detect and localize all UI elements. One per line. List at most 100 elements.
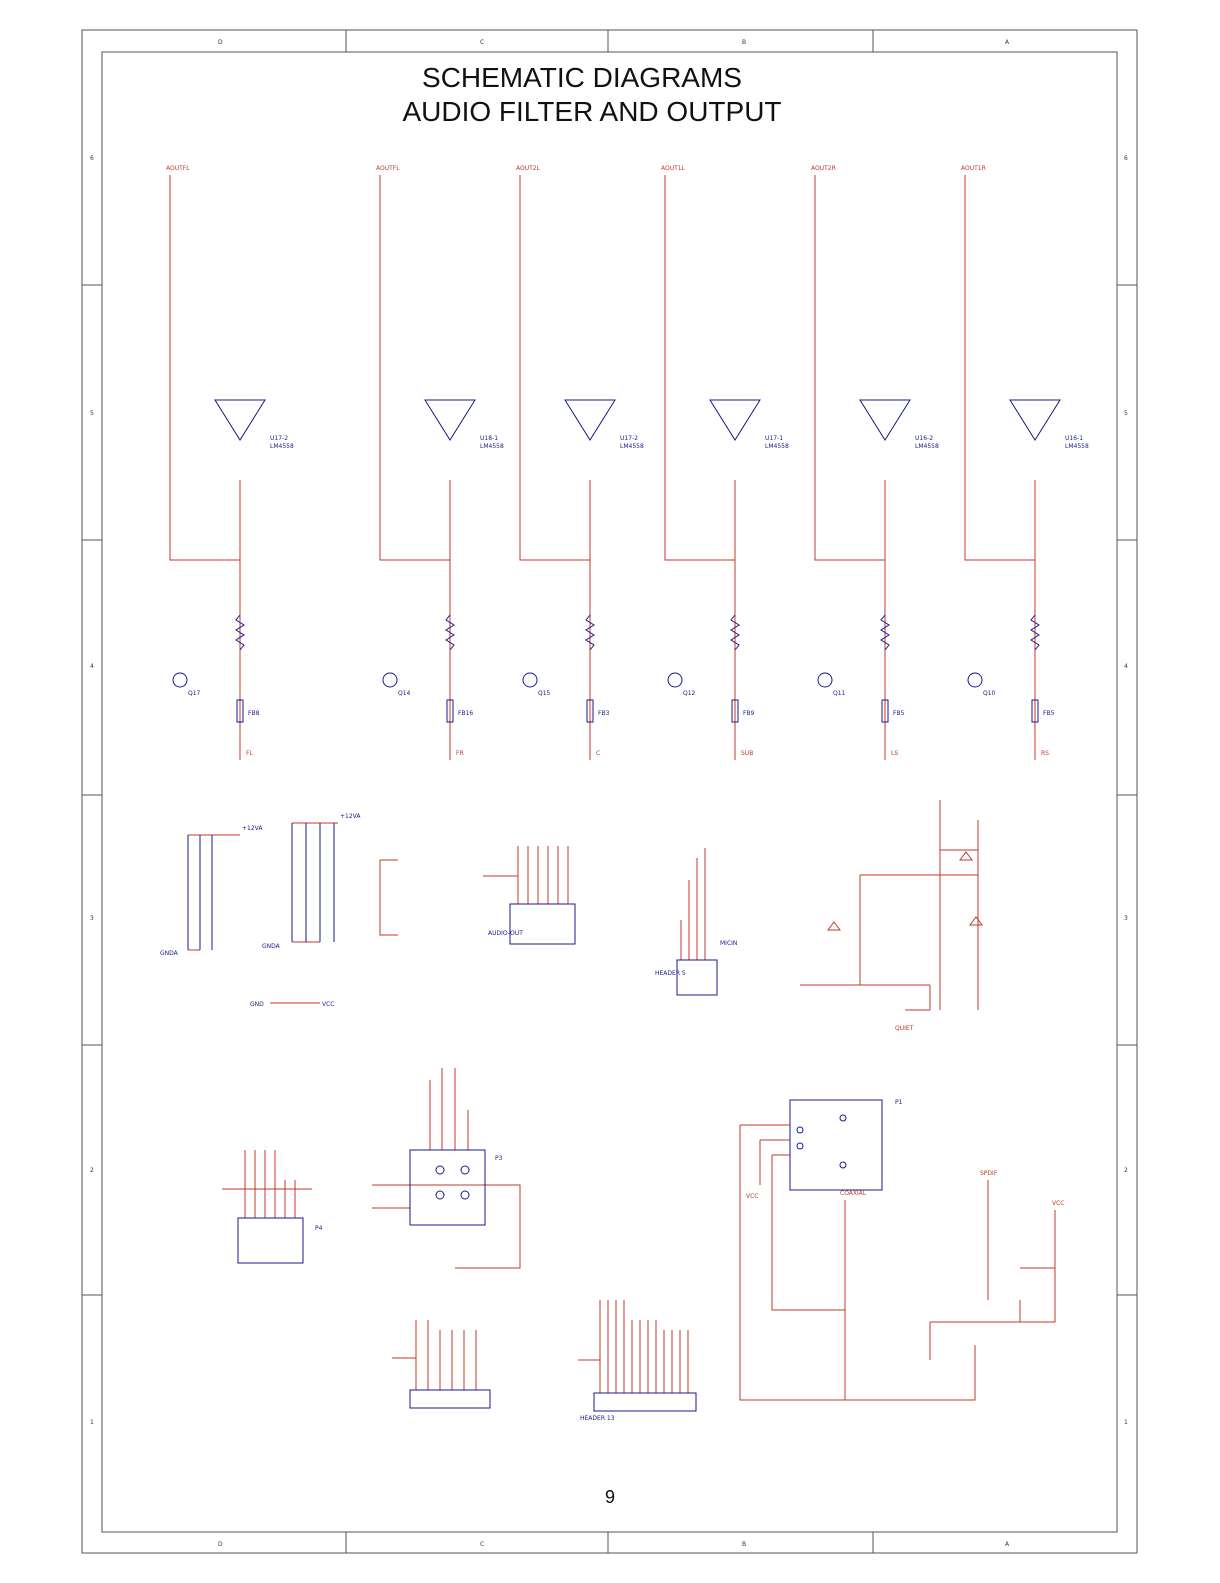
header13-bottom: HEADER 13 bbox=[578, 1300, 697, 1422]
stage-transistor-4: Q11 bbox=[833, 690, 846, 697]
p4-label: P4 bbox=[315, 1225, 323, 1232]
stage-wire-2 bbox=[519, 175, 590, 561]
inner-frame bbox=[101, 51, 1118, 1533]
header5-label: HEADER 5 bbox=[655, 970, 686, 977]
vcc-cap: VCC GND bbox=[250, 1001, 334, 1008]
zone-letter-top-0: D bbox=[218, 39, 223, 46]
ferrite-bead-1 bbox=[236, 699, 244, 723]
ferrite-bead-2 bbox=[586, 699, 594, 723]
opamp-symbol-0 bbox=[424, 399, 476, 441]
stage-opamp-3: U17-1 bbox=[765, 435, 783, 442]
p1-coaxial-block: P1 VCC COAXIAL SPDIF VCC bbox=[739, 1099, 1064, 1401]
stage-part-0: LM4558 bbox=[480, 443, 504, 450]
stage-transistor-1: Q17 bbox=[188, 690, 201, 697]
page-title-line1: SCHEMATIC DIAGRAMS bbox=[422, 62, 742, 93]
stage-part-1: LM4558 bbox=[270, 443, 294, 450]
outer-frame bbox=[81, 29, 1138, 1554]
resistor-4 bbox=[880, 614, 890, 651]
stage-net-in-1: AOUTFL bbox=[166, 165, 190, 172]
stage-net-out-4: LS bbox=[891, 750, 898, 757]
zone-num-r-2: 4 bbox=[1124, 663, 1128, 670]
rail-gnda-label-a: GNDA bbox=[160, 950, 179, 957]
stage-net-out-1: FL bbox=[246, 750, 253, 757]
resistor-2 bbox=[585, 614, 595, 651]
stage-opamp-1: U17-2 bbox=[270, 435, 288, 442]
transistor-5 bbox=[967, 672, 983, 688]
page-title-line2: AUDIO FILTER AND OUTPUT bbox=[402, 96, 782, 127]
rail-pos12-label-b: +12VA bbox=[340, 813, 361, 820]
zone-dividers bbox=[82, 30, 1137, 1553]
power-switch-circuit: QUIET bbox=[800, 800, 983, 1032]
opamp-symbol-2 bbox=[564, 399, 616, 441]
audio-out-label: AUDIO-OUT bbox=[488, 930, 523, 937]
rail-pos12-label-a: +12VA bbox=[242, 825, 263, 832]
stage-net-in-4: AOUT2R bbox=[811, 165, 836, 172]
resistor-3 bbox=[730, 614, 740, 651]
stage-part-3: LM4558 bbox=[765, 443, 789, 450]
header13-label: HEADER 13 bbox=[580, 1415, 615, 1422]
zone-letter-bot-3: A bbox=[1005, 1541, 1010, 1548]
stage-wire-3 bbox=[664, 175, 735, 561]
stage-net-in-2: AOUT2L bbox=[516, 165, 541, 172]
stage-wire-0 bbox=[379, 175, 450, 561]
zone-num-l-0: 6 bbox=[90, 155, 94, 162]
transistor-0 bbox=[382, 672, 398, 688]
ferrite-bead-5 bbox=[1031, 699, 1039, 723]
zone-num-r-3: 3 bbox=[1124, 915, 1128, 922]
transistor-2 bbox=[522, 672, 538, 688]
vcc-label-p1: VCC bbox=[746, 1193, 758, 1200]
resistor-1 bbox=[235, 614, 245, 651]
stage-bead-5: FB5 bbox=[1043, 710, 1055, 717]
stage-opamp-0: U18-1 bbox=[480, 435, 498, 442]
opamp-symbol-3 bbox=[709, 399, 761, 441]
zone-num-r-4: 2 bbox=[1124, 1167, 1128, 1174]
audio-out-connector: AUDIO-OUT bbox=[483, 846, 576, 945]
rail-gnd-label: GND bbox=[250, 1001, 264, 1008]
filter-stages: AOUTFLFRU18-1LM4558Q14FB16AOUTFLFLU17-2L… bbox=[166, 165, 1089, 760]
stage-opamp-5: U16-1 bbox=[1065, 435, 1083, 442]
stage-transistor-5: Q10 bbox=[983, 690, 996, 697]
rail-vcc-label: VCC bbox=[322, 1001, 334, 1008]
stage-net-out-2: C bbox=[596, 750, 600, 757]
zone-num-l-1: 5 bbox=[90, 410, 94, 417]
transistor-4 bbox=[817, 672, 833, 688]
stage-bead-0: FB16 bbox=[458, 710, 473, 717]
stage-transistor-0: Q14 bbox=[398, 690, 411, 697]
stage-bead-3: FB9 bbox=[743, 710, 755, 717]
stage-bead-1: FB8 bbox=[248, 710, 260, 717]
transistor-1 bbox=[172, 672, 188, 688]
stage-opamp-2: U17-2 bbox=[620, 435, 638, 442]
zone-num-l-5: 1 bbox=[90, 1419, 94, 1426]
zone-letter-bot-2: B bbox=[742, 1541, 746, 1548]
stage-part-5: LM4558 bbox=[1065, 443, 1089, 450]
header6-bottom bbox=[392, 1320, 491, 1409]
stage-part-2: LM4558 bbox=[620, 443, 644, 450]
zone-letter-top-1: C bbox=[480, 39, 484, 46]
opamp-symbol-1 bbox=[214, 399, 266, 441]
opamp-symbol-4 bbox=[859, 399, 911, 441]
zone-num-r-0: 6 bbox=[1124, 155, 1128, 162]
micin-label: MICIN bbox=[720, 940, 737, 947]
stage-wire-5 bbox=[964, 175, 1035, 561]
micin-header: MICIN HEADER 5 bbox=[655, 848, 737, 996]
vcc-label-right: VCC bbox=[1052, 1200, 1064, 1207]
zone-letter-top-3: A bbox=[1005, 39, 1010, 46]
p4-header: P4 bbox=[222, 1150, 323, 1264]
stage-opamp-4: U16-2 bbox=[915, 435, 933, 442]
zone-letter-bot-0: D bbox=[218, 1541, 223, 1548]
stage-wire-1 bbox=[169, 175, 240, 561]
rail-gnda-label-b: GNDA bbox=[262, 943, 281, 950]
stage-net-out-3: SUB bbox=[741, 750, 753, 757]
stage-wire-4 bbox=[814, 175, 885, 561]
zone-letter-bot-1: C bbox=[480, 1541, 484, 1548]
stage-net-out-5: RS bbox=[1041, 750, 1049, 757]
zone-num-l-3: 3 bbox=[90, 915, 94, 922]
stage-transistor-3: Q12 bbox=[683, 690, 696, 697]
stage-part-4: LM4558 bbox=[915, 443, 939, 450]
